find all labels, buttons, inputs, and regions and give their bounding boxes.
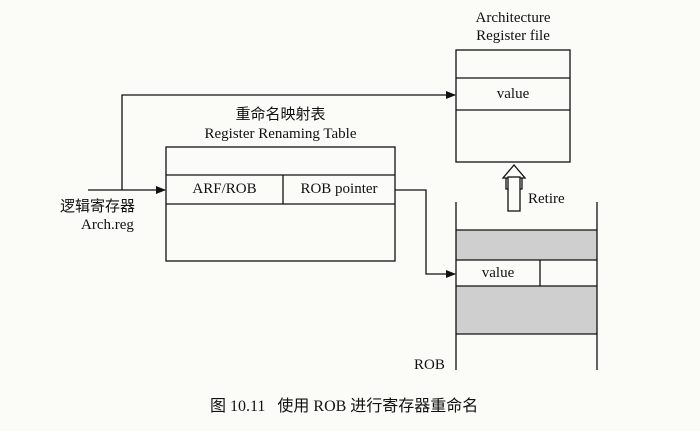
rob-shaded-entry-top (456, 230, 597, 260)
rename-table-title-en: Register Renaming Table (204, 126, 357, 142)
rob-pointer-arrow (395, 189, 456, 278)
rob-label: ROB (414, 357, 445, 373)
rob-value: value (481, 265, 515, 281)
arch-file-value: value (496, 86, 530, 102)
input-label-en: Arch.reg (81, 217, 134, 233)
retire-label: Retire (528, 191, 565, 207)
figure-caption: 图 10.11 使用 ROB 进行寄存器重命名 (210, 398, 479, 415)
arch-register-file-box (455, 49, 571, 163)
arf-lookup-arrow (121, 91, 456, 190)
rename-table-col-arf-rob: ARF/ROB (192, 181, 257, 197)
rename-table-box (165, 146, 396, 262)
rob-box (455, 202, 598, 370)
arch-file-title-line2: Register file (476, 28, 550, 44)
arch-file-title-line1: Architecture (475, 10, 551, 26)
rename-table-title-cn: 重命名映射表 (235, 107, 326, 123)
rename-table-col-rob-pointer: ROB pointer (300, 181, 378, 197)
retire-arrow-head (501, 163, 527, 179)
retire-arrow-shaft (507, 176, 521, 212)
input-label-cn: 逻辑寄存器 (60, 199, 136, 215)
rob-shaded-entry-bottom (456, 286, 597, 334)
